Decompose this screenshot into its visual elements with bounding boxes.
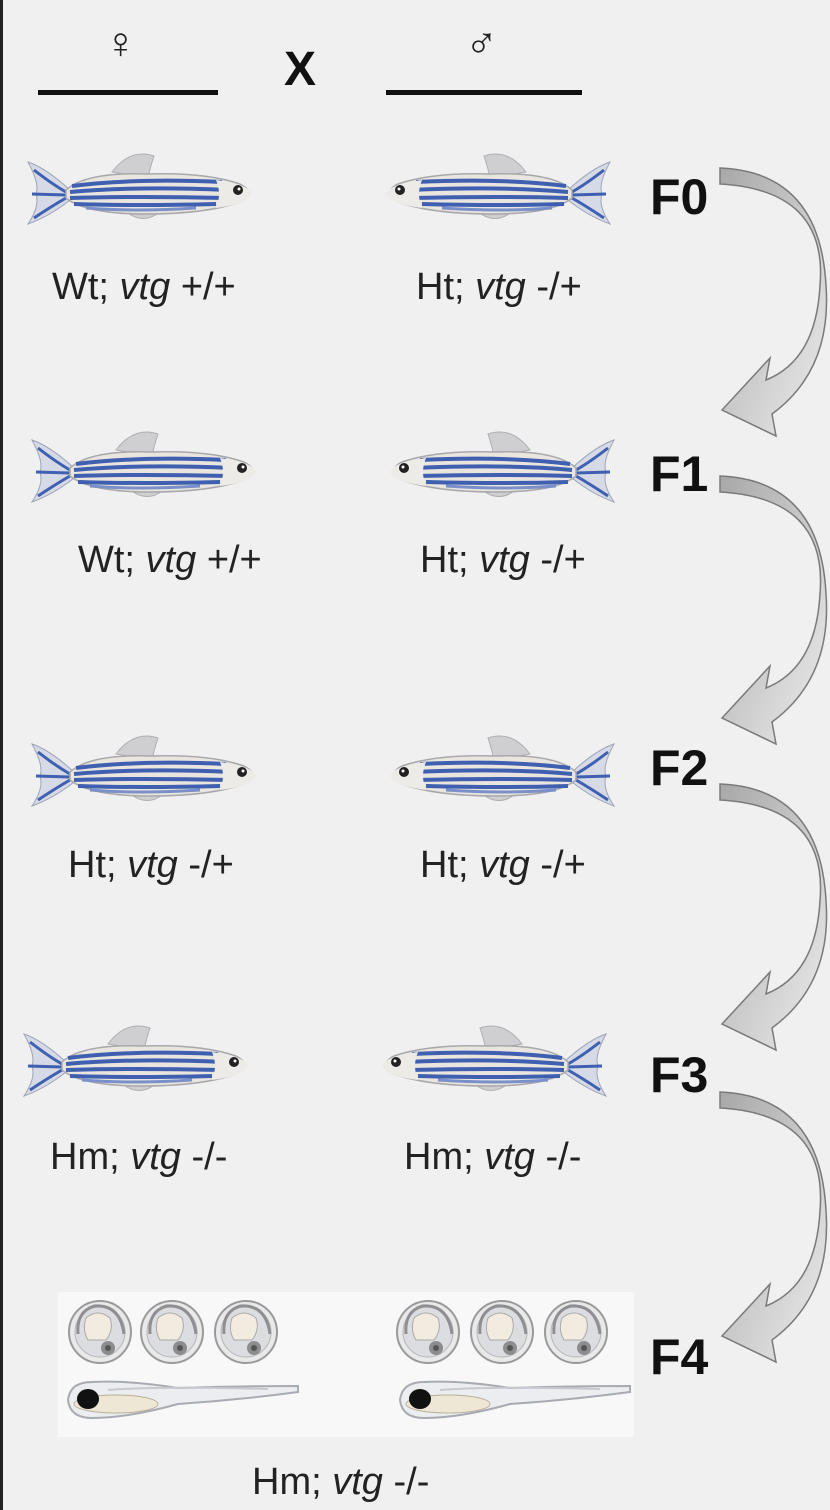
larva-left: [66, 1380, 299, 1420]
female-genotype-f2: Ht; vtg -/+: [68, 844, 234, 886]
arrow-f3-f4: [719, 1091, 828, 1364]
female-underline: [38, 90, 218, 95]
embryo-panel: [58, 1292, 634, 1437]
female-symbol: ♀: [104, 19, 137, 68]
embryo: [544, 1300, 608, 1364]
arrow-f0-f1: [719, 167, 828, 438]
female-genotype-f1: Wt; vtg +/+: [78, 539, 262, 581]
embryo: [140, 1300, 204, 1364]
embryos-and-larvae: [66, 1300, 631, 1420]
male-fish-f1: [380, 428, 616, 517]
embryo: [68, 1300, 132, 1364]
female-genotype-f0: Wt; vtg +/+: [52, 266, 236, 308]
arrow-f2-f3: [719, 783, 828, 1052]
left-border: [0, 0, 3, 1510]
embryo: [214, 1300, 278, 1364]
female-fish-f0: [26, 150, 262, 239]
embryo: [396, 1300, 460, 1364]
male-genotype-f1: Ht; vtg -/+: [420, 539, 586, 581]
male-symbol: ♂: [465, 19, 498, 68]
male-fish-f0: [376, 150, 612, 239]
generation-label-f3: F3: [650, 1047, 709, 1103]
embryo-group-right: [396, 1300, 608, 1364]
generation-label-f4: F4: [650, 1329, 709, 1385]
arrow-f1-f2: [719, 475, 828, 746]
female-fish-f2: [30, 732, 266, 821]
male-fish-f2: [380, 732, 616, 821]
male-fish-f3: [372, 1022, 608, 1111]
male-genotype-f3: Hm; vtg -/-: [404, 1136, 582, 1178]
male-genotype-f2: Ht; vtg -/+: [420, 844, 586, 886]
embryo: [470, 1300, 534, 1364]
cross-symbol: X: [284, 43, 317, 96]
female-fish-f3: [22, 1022, 258, 1111]
larva-right: [398, 1380, 631, 1420]
female-genotype-f3: Hm; vtg -/-: [50, 1136, 228, 1178]
male-underline: [386, 90, 582, 95]
generation-label-f2: F2: [650, 740, 709, 796]
female-fish-f1: [30, 428, 266, 517]
embryo-group-left: [68, 1300, 278, 1364]
offspring-genotype-f4: Hm; vtg -/-: [252, 1461, 430, 1503]
generation-label-f0: F0: [650, 169, 709, 225]
male-genotype-f0: Ht; vtg -/+: [416, 266, 582, 308]
generation-label-f1: F1: [650, 446, 709, 502]
